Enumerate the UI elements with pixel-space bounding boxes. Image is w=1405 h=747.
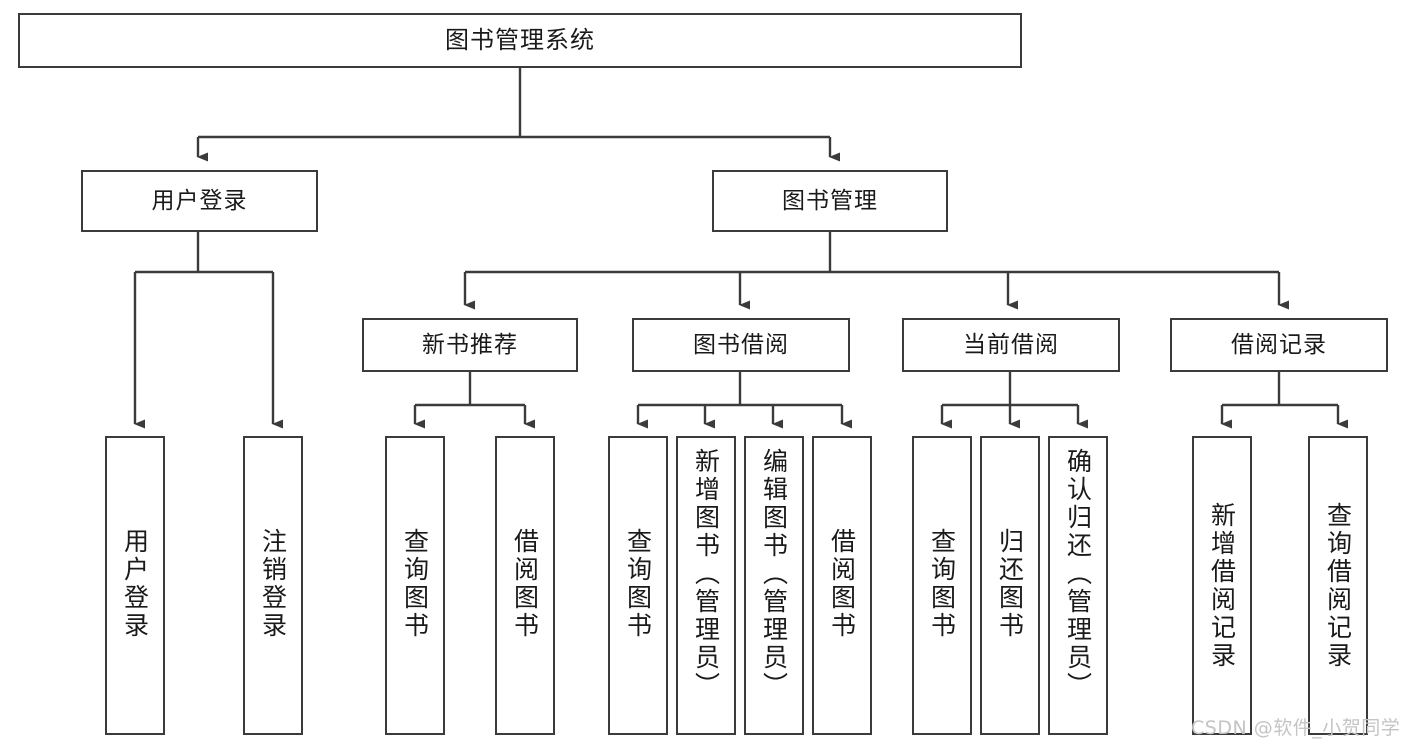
leaf-query-book-borrow[interactable]: 查询图书 [608,436,668,735]
node-root-system[interactable]: 图书管理系统 [18,13,1022,68]
node-new-book-recommend[interactable]: 新书推荐 [362,318,578,372]
node-label: 查询图书 [400,528,430,640]
leaf-add-book[interactable]: 新增图书（管理员） [676,436,736,735]
node-label: 借阅图书 [827,528,857,640]
node-label: 借阅图书 [510,528,540,640]
node-book-management[interactable]: 图书管理 [712,170,948,232]
node-current-borrow[interactable]: 当前借阅 [902,318,1120,372]
node-label: 查询图书 [927,528,957,640]
node-borrow-record[interactable]: 借阅记录 [1170,318,1388,372]
node-label: 图书管理 [782,187,878,214]
node-user-login[interactable]: 用户登录 [81,170,318,232]
leaf-confirm-return[interactable]: 确认归还（管理员） [1048,436,1108,735]
leaf-add-borrow-record[interactable]: 新增借阅记录 [1192,436,1252,735]
leaf-borrow-book[interactable]: 借阅图书 [812,436,872,735]
leaf-query-borrow-record[interactable]: 查询借阅记录 [1308,436,1368,735]
node-label: 编辑图书（管理员） [759,448,789,700]
node-label: 查询借阅记录 [1323,502,1353,670]
node-label: 当前借阅 [963,331,1059,358]
node-label: 用户登录 [120,528,150,640]
node-book-borrow[interactable]: 图书借阅 [632,318,850,372]
node-label: 用户登录 [151,187,248,214]
node-label: 归还图书 [995,528,1025,640]
node-label: 确认归还（管理员） [1063,448,1093,700]
node-label: 注销登录 [258,528,288,640]
node-label: 新增图书（管理员） [691,448,721,700]
node-label: 图书借阅 [693,331,789,358]
leaf-borrow-book-recommend[interactable]: 借阅图书 [495,436,555,735]
leaf-edit-book[interactable]: 编辑图书（管理员） [744,436,804,735]
node-label: 新书推荐 [422,331,518,358]
leaf-return-book[interactable]: 归还图书 [980,436,1040,735]
node-label: 借阅记录 [1231,331,1327,358]
node-label: 图书管理系统 [445,25,595,54]
node-label: 新增借阅记录 [1207,502,1237,670]
leaf-logout-login[interactable]: 注销登录 [243,436,303,735]
leaf-query-book-current[interactable]: 查询图书 [912,436,972,735]
leaf-user-login[interactable]: 用户登录 [105,436,165,735]
csdn-watermark: CSDN @软件_小贺同学 [1191,717,1401,739]
leaf-query-book-recommend[interactable]: 查询图书 [385,436,445,735]
node-label: 查询图书 [623,528,653,640]
